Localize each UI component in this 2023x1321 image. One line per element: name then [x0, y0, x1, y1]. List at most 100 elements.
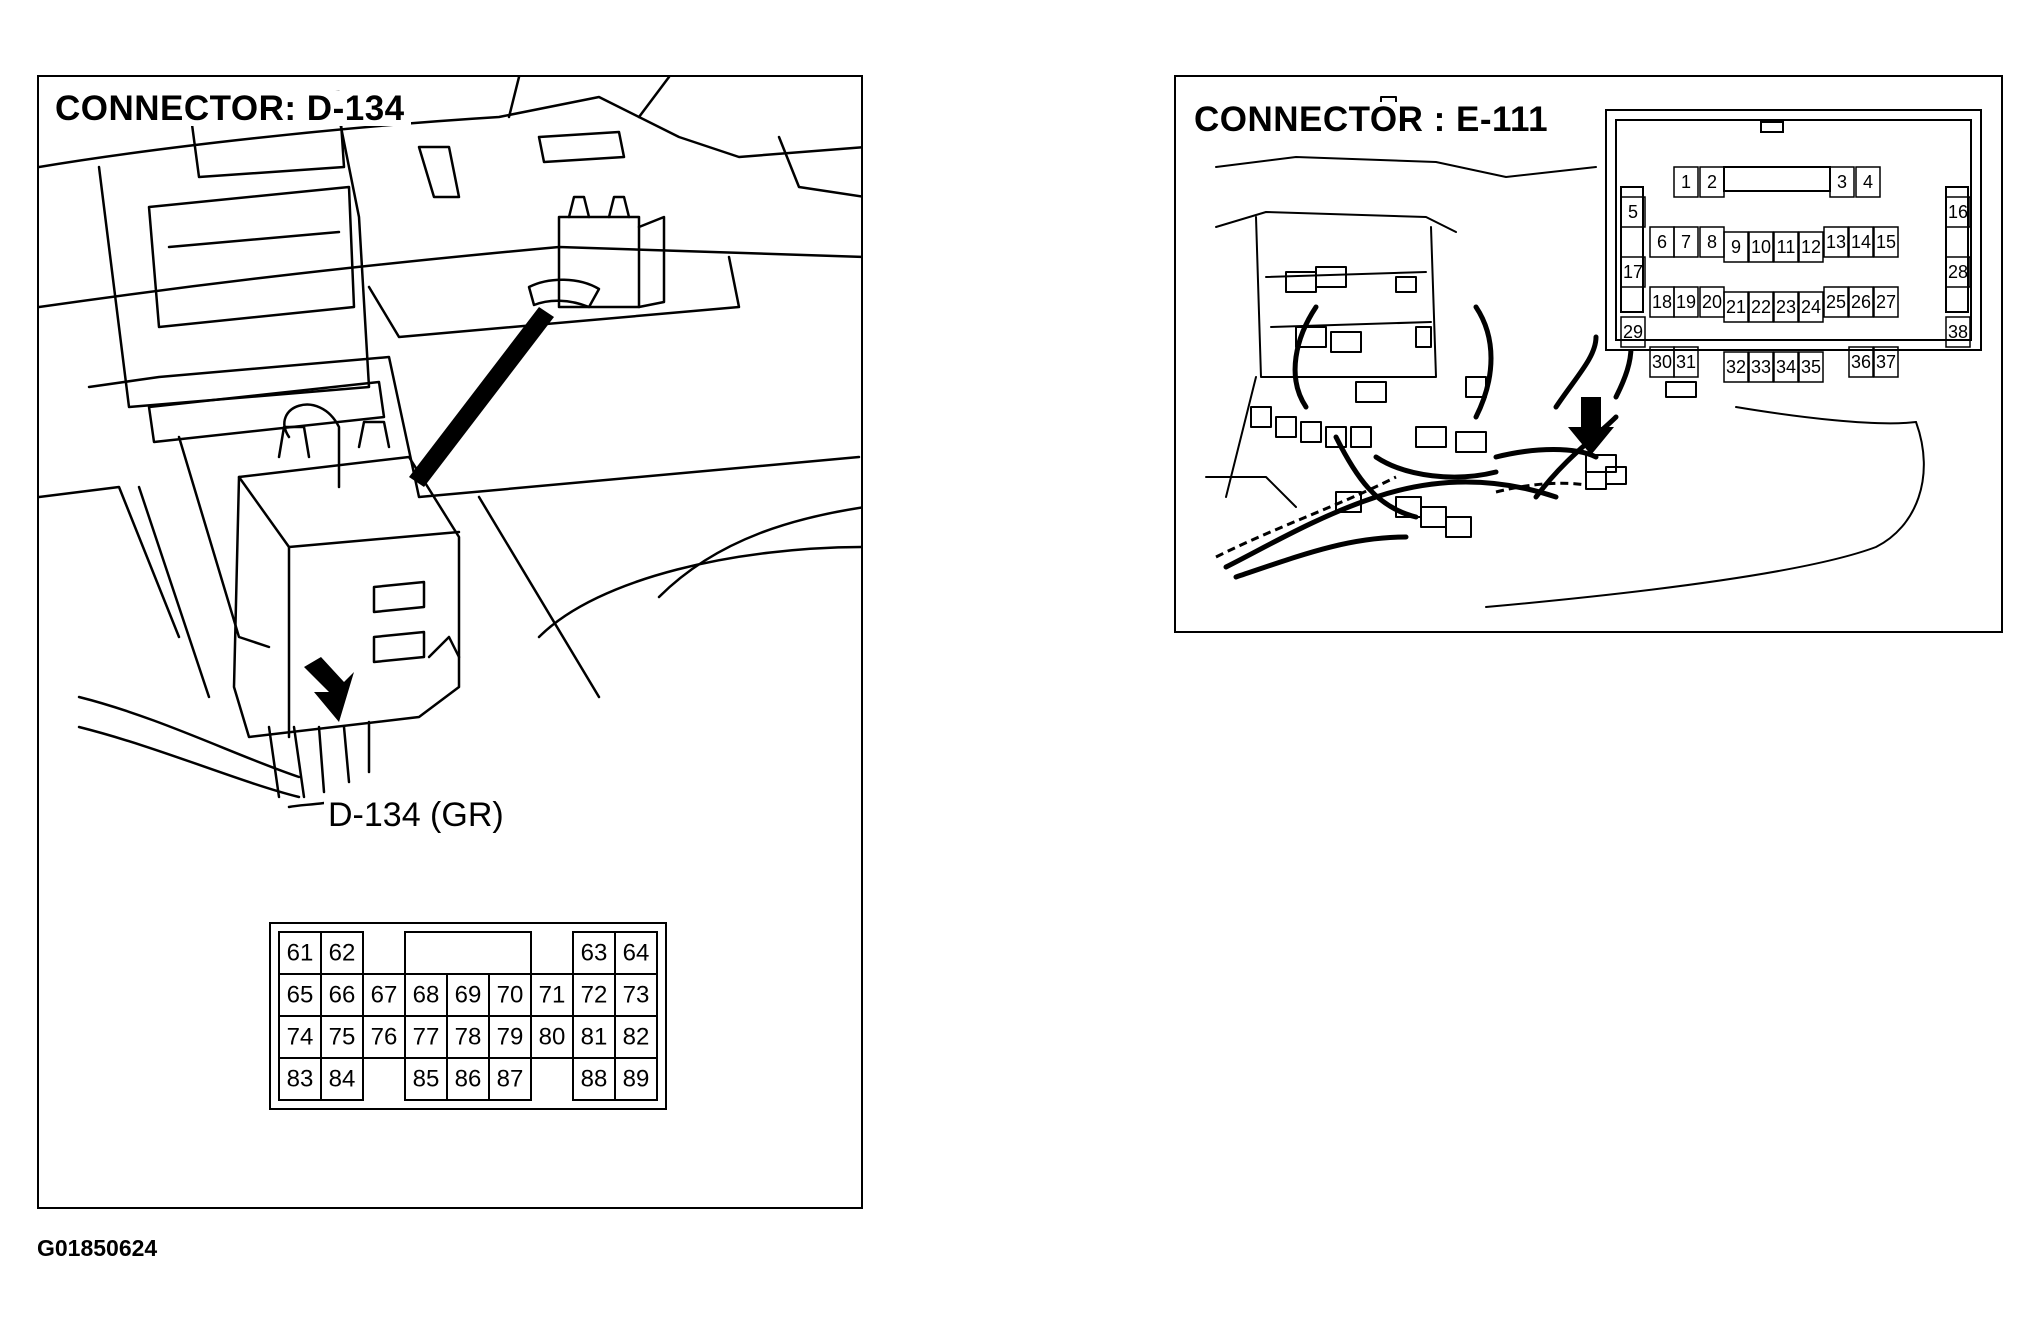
d134-pin-number: 81: [581, 1023, 608, 1050]
d134-pin-number: 78: [455, 1023, 482, 1050]
e111-pin-number: 37: [1876, 352, 1896, 372]
e111-pin-number: 24: [1801, 297, 1821, 317]
d134-pin-number: 75: [329, 1023, 356, 1050]
e111-pin-number: 34: [1776, 357, 1796, 377]
e111-pin-cell: [1620, 256, 1646, 288]
e111-pin-cell: [1620, 196, 1646, 228]
e111-pin-cell: [1945, 256, 1971, 288]
d134-pin-number: 85: [413, 1065, 440, 1092]
e111-pin-cell: [1673, 166, 1699, 198]
d134-pin-number: 74: [287, 1023, 314, 1050]
e111-pin-number: 31: [1676, 352, 1696, 372]
d134-pin-number: 76: [371, 1023, 398, 1050]
e111-pin-number: 4: [1863, 172, 1873, 192]
d134-pin-number: 86: [455, 1065, 482, 1092]
d134-pin-cell: [614, 1057, 658, 1101]
e111-pin-number: 33: [1751, 357, 1771, 377]
d134-pin-number: 62: [329, 939, 356, 966]
e111-pin-number: 7: [1681, 232, 1691, 252]
d134-pin-number: 66: [329, 981, 356, 1008]
e111-vehicle-illustration: [1205, 96, 1925, 608]
d134-pin-number: 87: [497, 1065, 524, 1092]
d134-pin-number: 70: [497, 981, 524, 1008]
e111-pin-cell: [1855, 166, 1881, 198]
e111-pin-number: 19: [1676, 292, 1696, 312]
e111-pin-number: 14: [1851, 232, 1871, 252]
d134-pin-number: 80: [539, 1023, 566, 1050]
e111-pin-number: 12: [1801, 237, 1821, 257]
connector-d134-panel: CONNECTOR: D-134 D-134 (GR) 61 62 63 64 65 66…: [37, 75, 863, 1209]
e111-pin-cell: [1848, 346, 1874, 378]
e111-pin-number: 38: [1948, 322, 1968, 342]
d134-pin-number: 79: [497, 1023, 524, 1050]
e111-pin-cell: [1773, 291, 1799, 323]
e111-pin-cell: [1848, 286, 1874, 318]
e111-pin-cell: [1748, 351, 1774, 383]
e111-pin-cell: [1798, 231, 1824, 263]
d134-pin-number: 64: [623, 939, 650, 966]
d134-pin-number: 63: [581, 939, 608, 966]
e111-pin-number: 6: [1657, 232, 1667, 252]
e111-pin-number: 9: [1731, 237, 1741, 257]
d134-vehicle-illustration: [39, 77, 861, 809]
e111-pin-number: 16: [1948, 202, 1968, 222]
e111-pin-cell: [1945, 196, 1971, 228]
d134-pin-number: 65: [287, 981, 314, 1008]
e111-pin-cell: [1673, 286, 1699, 318]
e111-pin-cell: [1945, 316, 1971, 348]
e111-pin-number: 13: [1826, 232, 1846, 252]
e111-pin-cell: [1773, 231, 1799, 263]
e111-pin-number: 25: [1826, 292, 1846, 312]
e111-pin-cell: [1873, 286, 1899, 318]
d134-pin-number: 89: [623, 1065, 650, 1092]
d134-pin-number: 77: [413, 1023, 440, 1050]
e111-pin-cell: [1848, 226, 1874, 258]
d134-pin-number: 83: [287, 1065, 314, 1092]
e111-pin-number: 27: [1876, 292, 1896, 312]
e111-pin-number: 36: [1851, 352, 1871, 372]
e111-pin-number: 2: [1707, 172, 1717, 192]
e111-pin-cell: [1873, 346, 1899, 378]
d134-pin-number: 82: [623, 1023, 650, 1050]
e111-pin-number: 18: [1652, 292, 1672, 312]
e111-pin-cell: [1620, 316, 1646, 348]
e111-pin-number: 8: [1707, 232, 1717, 252]
figure-id-label: G01850624: [37, 1235, 158, 1261]
e111-pin-cell: [1829, 166, 1855, 198]
e111-pin-number: 15: [1876, 232, 1896, 252]
e111-pin-cell: [1748, 231, 1774, 263]
e111-pin-cell: [1699, 166, 1725, 198]
e111-pin-cell: [1873, 226, 1899, 258]
connector-e111-title: CONNECTOR : E-111: [1188, 102, 1555, 137]
e111-pin-number: 32: [1726, 357, 1746, 377]
d134-pin-cell: [320, 1057, 364, 1101]
connector-d134-callout-label: D-134 (GR): [324, 798, 508, 832]
e111-pin-cell: [1673, 226, 1699, 258]
d134-pin-number: 68: [413, 981, 440, 1008]
d134-pin-number: 84: [329, 1065, 356, 1092]
e111-pin-cell: [1798, 291, 1824, 323]
e111-pin-cell: [1823, 286, 1849, 318]
e111-pin-number: 35: [1801, 357, 1821, 377]
e111-pin-number: 3: [1837, 172, 1847, 192]
e111-pin-cell: [1723, 231, 1749, 263]
e111-pin-cell: [1723, 351, 1749, 383]
d134-pin-number: 88: [581, 1065, 608, 1092]
d134-pin-number: 71: [539, 981, 566, 1008]
e111-pin-number: 30: [1652, 352, 1672, 372]
e111-pin-number: 28: [1948, 262, 1968, 282]
e111-pin-cell: [1673, 346, 1699, 378]
e111-pin-cell: [1723, 291, 1749, 323]
d134-pin-number: 61: [287, 939, 314, 966]
e111-pin-number: 17: [1623, 262, 1643, 282]
e111-pin-number: 29: [1623, 322, 1643, 342]
e111-pin-number: 21: [1726, 297, 1746, 317]
d134-pin-number: 72: [581, 981, 608, 1008]
connector-d134-title: CONNECTOR: D-134: [49, 91, 411, 126]
d134-pin-number: 69: [455, 981, 482, 1008]
e111-pin-number: 23: [1776, 297, 1796, 317]
e111-pin-number: 11: [1777, 237, 1796, 257]
